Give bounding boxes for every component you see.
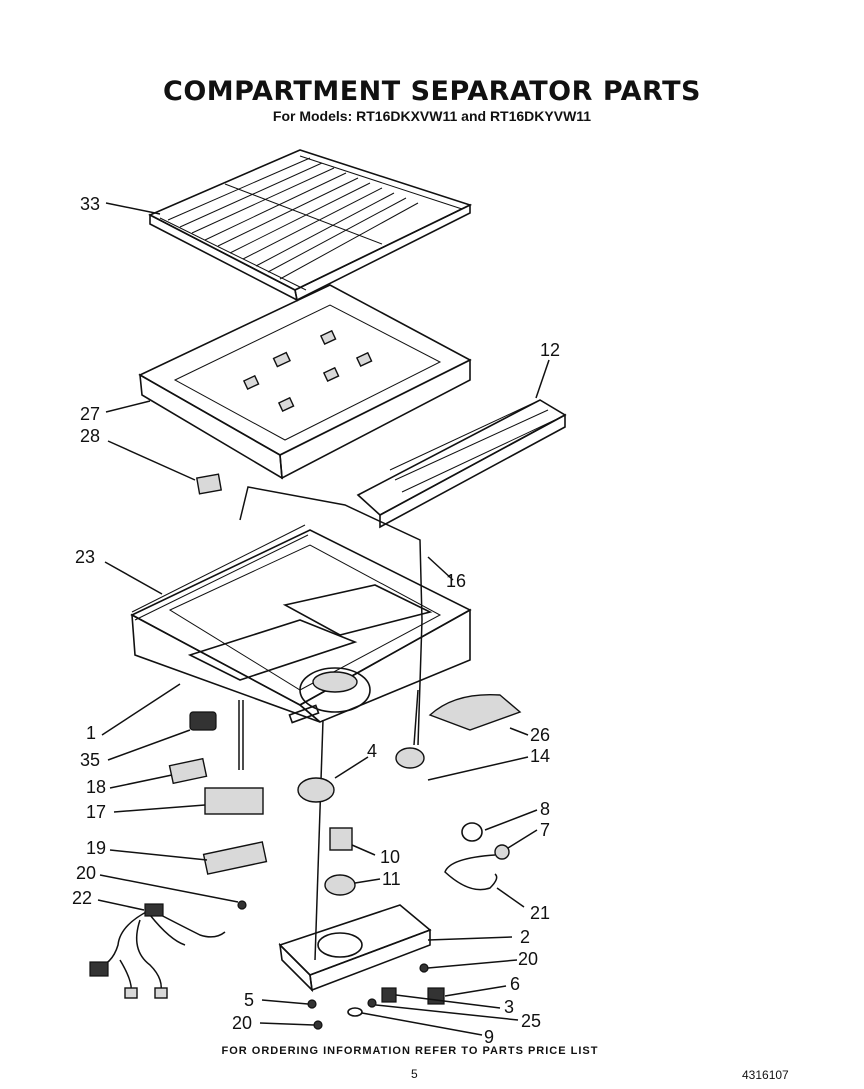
part-23-housing <box>130 524 472 724</box>
rod-center <box>314 719 324 961</box>
callout-17: 17 <box>86 802 106 822</box>
part-27-frame <box>138 284 472 480</box>
part-35-clip <box>189 711 217 731</box>
part-17-control-housing <box>204 787 264 815</box>
callout-19: 19 <box>86 838 106 858</box>
part-25-screw <box>367 998 377 1008</box>
callout-22: 22 <box>72 888 92 908</box>
screw-20c <box>313 1020 323 1030</box>
callout-10: 10 <box>380 847 400 867</box>
page-number: 5 <box>411 1067 418 1081</box>
part-2-light-housing <box>278 904 432 993</box>
callout-26: 26 <box>530 725 550 745</box>
callout-11: 11 <box>382 869 401 889</box>
model-subtitle: For Models: RT16DKXVW11 and RT16DKYVW11 <box>272 108 592 124</box>
part-33-grille <box>148 149 473 302</box>
callout-27: 27 <box>80 404 100 424</box>
callout-6: 6 <box>510 974 520 994</box>
part-12-rail <box>356 399 567 529</box>
leader-lines <box>97 202 550 1036</box>
screw-20b <box>419 963 429 973</box>
callout-20-b: 20 <box>518 949 538 969</box>
callout-16: 16 <box>446 571 466 591</box>
part-3-clip <box>381 987 397 1003</box>
part-19-bracket <box>202 841 268 875</box>
callout-35: 35 <box>80 750 100 770</box>
callout-20-a: 20 <box>76 863 96 883</box>
callout-23: 23 <box>75 547 95 567</box>
part-18-knob-cover <box>168 757 208 785</box>
part-8-bulb <box>461 822 483 842</box>
callout-labels: 33 12 27 28 23 16 1 26 35 4 14 18 17 8 7… <box>72 194 560 1047</box>
callout-9: 9 <box>484 1027 494 1047</box>
part-9-washer <box>347 1007 363 1017</box>
part-26-insulation <box>428 693 522 731</box>
ordering-note: FOR ORDERING INFORMATION REFER TO PARTS … <box>221 1045 599 1057</box>
screw-5 <box>307 999 317 1009</box>
callout-33: 33 <box>80 194 100 214</box>
part-4-fitting <box>297 777 335 803</box>
callout-20-c: 20 <box>232 1013 252 1033</box>
callout-3: 3 <box>504 997 514 1017</box>
callout-28: 28 <box>80 426 100 446</box>
callout-21: 21 <box>530 903 550 923</box>
callout-18: 18 <box>86 777 106 797</box>
callout-12: 12 <box>540 340 560 360</box>
part-11-grommet <box>324 874 356 896</box>
rod-right <box>413 689 419 746</box>
callout-4: 4 <box>367 741 377 761</box>
part-7-socket <box>494 844 510 860</box>
document-number: 4316107 <box>742 1068 789 1082</box>
screw-20a <box>237 900 247 910</box>
callout-8: 8 <box>540 799 550 819</box>
callout-5: 5 <box>244 990 254 1010</box>
part-21-harness <box>444 854 498 891</box>
part-22-wiring-harness <box>89 903 226 999</box>
callout-1: 1 <box>86 723 96 743</box>
part-6-connector <box>427 987 445 1005</box>
callout-25: 25 <box>521 1011 541 1031</box>
part-16-wire <box>239 486 423 746</box>
callout-14: 14 <box>530 746 550 766</box>
part-10-switch <box>329 827 353 851</box>
page-title: COMPARTMENT SEPARATOR PARTS <box>163 76 701 107</box>
part-14-fitting <box>395 747 425 769</box>
part-28-block <box>195 473 223 495</box>
callout-2: 2 <box>520 927 530 947</box>
callout-7: 7 <box>540 820 550 840</box>
